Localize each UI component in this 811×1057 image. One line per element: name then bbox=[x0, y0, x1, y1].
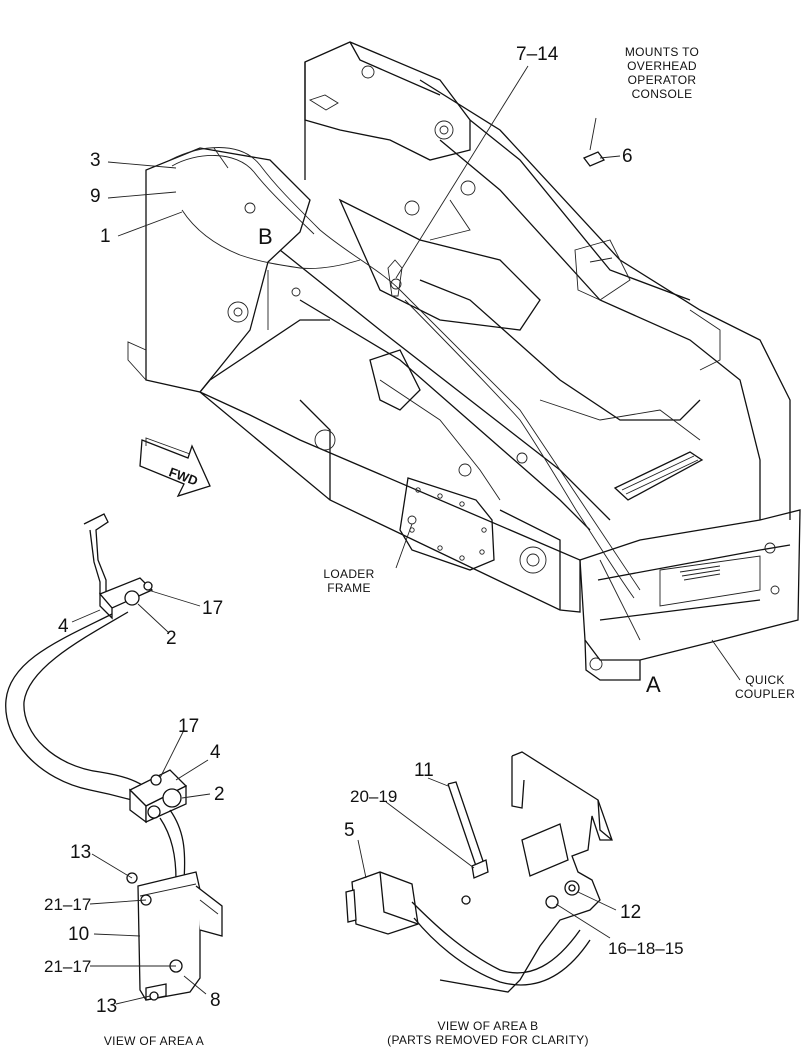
callout-10: 10 bbox=[68, 924, 89, 945]
callout-mounts-1: MOUNTS TO bbox=[625, 45, 699, 59]
callout-12: 12 bbox=[620, 902, 641, 923]
callout-6: 6 bbox=[622, 146, 633, 167]
callout-9: 9 bbox=[90, 186, 101, 207]
callout-1: 1 bbox=[100, 226, 111, 247]
callout-13-upper: 13 bbox=[70, 842, 91, 863]
callout-mounts-3: OPERATOR bbox=[628, 73, 697, 87]
callout-labels: 7–14 MOUNTS TO OVERHEAD OPERATOR CONSOLE… bbox=[44, 44, 795, 1017]
callout-7-14: 7–14 bbox=[516, 44, 559, 65]
caption-view-area-b-note: (PARTS REMOVED FOR CLARITY) bbox=[387, 1033, 589, 1047]
callout-mounts-4: CONSOLE bbox=[632, 87, 693, 101]
callout-quick-coupler-1: QUICK bbox=[745, 673, 785, 687]
area-b-marker: B bbox=[258, 224, 273, 249]
loader-frame-drawing bbox=[127, 41, 801, 681]
callout-loader-frame-1: LOADER bbox=[323, 567, 374, 581]
callout-17-upper: 17 bbox=[202, 598, 223, 619]
callout-16-18-15: 16–18–15 bbox=[608, 939, 684, 958]
callout-21-17-lower: 21–17 bbox=[44, 957, 91, 976]
callout-17-lower: 17 bbox=[178, 716, 199, 737]
caption-view-area-b: VIEW OF AREA B bbox=[438, 1019, 539, 1033]
view-area-a-drawing bbox=[5, 513, 223, 1001]
callout-3: 3 bbox=[90, 150, 101, 171]
leader-lines bbox=[71, 65, 741, 1005]
area-a-marker: A bbox=[646, 672, 661, 697]
callout-11: 11 bbox=[414, 760, 434, 781]
callout-21-17-upper: 21–17 bbox=[44, 895, 91, 914]
view-area-b-drawing bbox=[345, 751, 613, 993]
callout-4-lower: 4 bbox=[210, 742, 221, 763]
view-captions: VIEW OF AREA A VIEW OF AREA B (PARTS REM… bbox=[104, 1019, 589, 1048]
callout-5: 5 bbox=[344, 820, 355, 841]
callout-8: 8 bbox=[210, 990, 221, 1011]
callout-2-upper: 2 bbox=[166, 628, 177, 649]
caption-view-area-a: VIEW OF AREA A bbox=[104, 1034, 204, 1048]
callout-quick-coupler-2: COUPLER bbox=[735, 687, 795, 701]
callout-20-19: 20–19 bbox=[350, 787, 397, 806]
callout-13-lower: 13 bbox=[96, 996, 117, 1017]
forward-arrow-icon: FWD bbox=[139, 437, 211, 498]
callout-2-lower: 2 bbox=[214, 784, 225, 805]
callout-loader-frame-2: FRAME bbox=[327, 581, 371, 595]
callout-mounts-2: OVERHEAD bbox=[627, 59, 697, 73]
callout-4-upper: 4 bbox=[58, 616, 69, 637]
